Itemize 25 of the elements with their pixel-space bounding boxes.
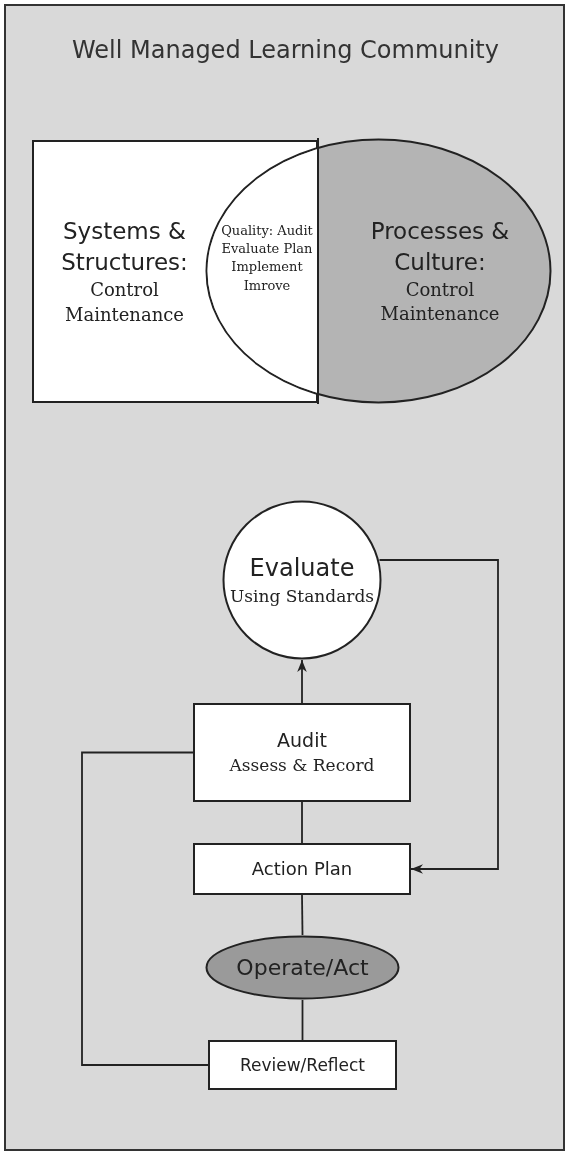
- arrow: [297, 659, 307, 704]
- node-heading: Review/Reflect: [239, 1053, 366, 1077]
- connector-line: [301, 894, 304, 936]
- circle-node: [222, 500, 382, 660]
- connector-line: [301, 999, 304, 1041]
- node-heading: Processes & Culture:: [369, 216, 511, 277]
- process-box-node: [208, 1040, 397, 1090]
- node-heading: Audit: [277, 728, 327, 754]
- node-heading: Evaluate: [249, 553, 355, 585]
- process-box-node: [193, 843, 411, 895]
- arrow: [378, 559, 499, 874]
- node-text: Using Standards: [229, 584, 374, 608]
- connector-line: [301, 801, 303, 844]
- node-heading: Operate/Act: [236, 953, 369, 982]
- process-box-node: [193, 703, 411, 802]
- node-text: Control Maintenance: [379, 277, 501, 327]
- overlap-label: Quality: Audit Evaluate Plan Implement Imrove: [220, 222, 314, 295]
- title: Well Managed Learning Community: [71, 36, 500, 64]
- node-heading: Systems & Structures:: [60, 217, 189, 278]
- ellipse-node: [205, 935, 400, 1000]
- node-heading: Action Plan: [251, 856, 353, 881]
- connector-line: [81, 751, 209, 1066]
- node-text: Assess & Record: [229, 753, 375, 777]
- ellipse-node: [205, 138, 552, 404]
- node-text: Control Maintenance: [63, 278, 186, 327]
